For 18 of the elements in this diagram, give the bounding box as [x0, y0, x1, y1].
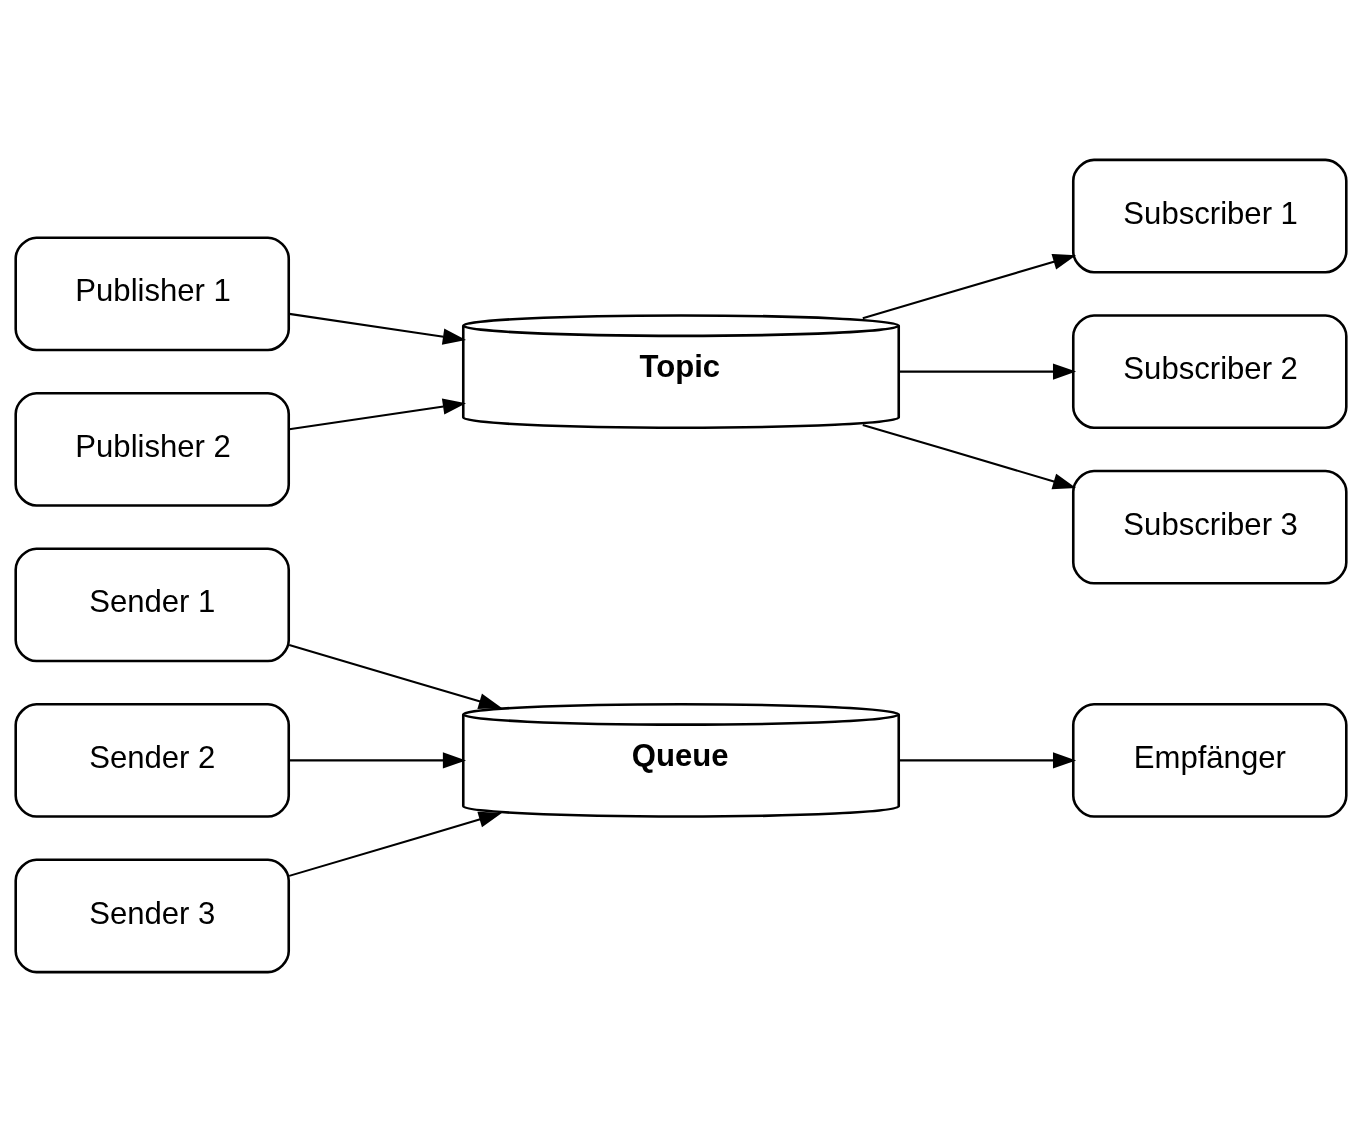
arrow: [289, 312, 467, 345]
arrow: [862, 423, 1077, 489]
node-box: Sender 1: [14, 546, 291, 662]
node-box: Publisher 1: [14, 235, 291, 351]
arrow: [289, 751, 467, 768]
arrow: [289, 398, 467, 430]
arrow: [862, 253, 1077, 319]
arrow: [899, 751, 1077, 768]
arrow: [288, 811, 502, 877]
node-box: Publisher 2: [14, 391, 291, 507]
node-box: Sender 3: [14, 857, 291, 973]
node-box: Subscriber 2: [1071, 313, 1348, 429]
arrow: [288, 643, 502, 709]
node-box: Empfänger: [1071, 702, 1348, 818]
node-box: Sender 2: [14, 702, 291, 818]
node-box: Subscriber 1: [1071, 158, 1348, 274]
node-box: Subscriber 3: [1071, 469, 1348, 585]
arrow: [899, 363, 1077, 380]
